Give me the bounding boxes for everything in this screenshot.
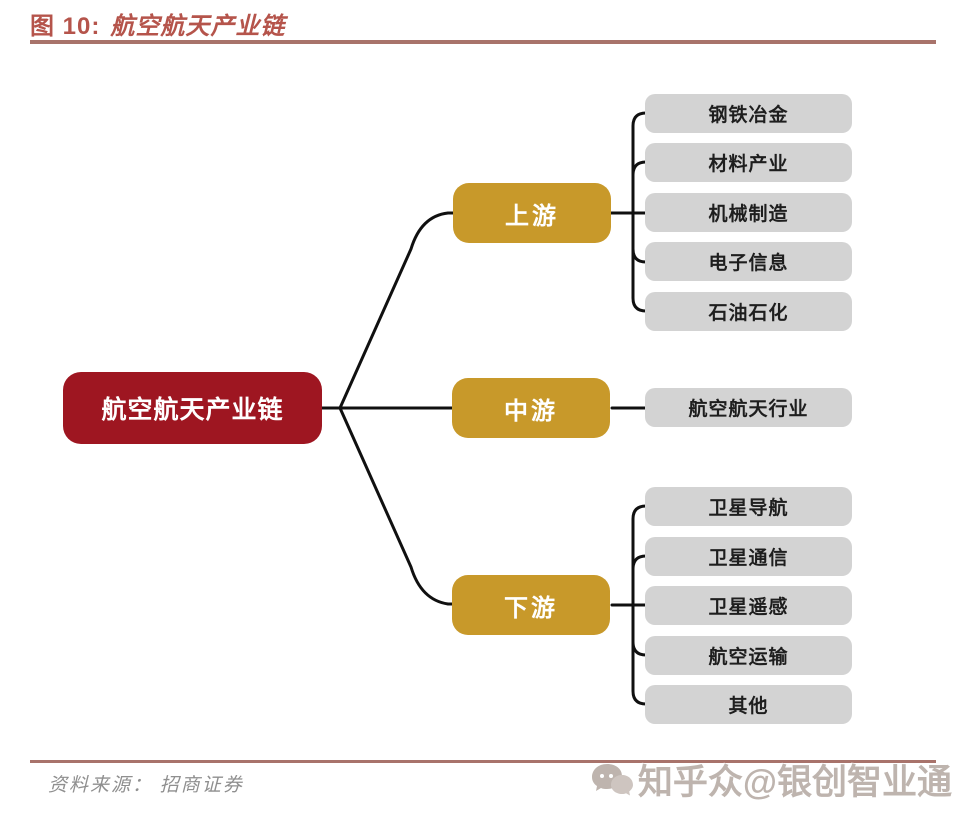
top-rule	[30, 40, 936, 44]
chat-bubbles-icon	[591, 763, 633, 795]
node-downstream: 下游	[452, 575, 610, 635]
watermark: 知乎众@银创智业通	[589, 754, 952, 805]
node-other: 其他	[645, 685, 852, 724]
node-upstream: 上游	[453, 183, 611, 243]
node-steel-metallurgy: 钢铁冶金	[645, 94, 852, 133]
source-text: 资料来源： 招商证券	[48, 775, 244, 796]
node-satellite-communication: 卫星通信	[645, 537, 852, 576]
node-materials-industry: 材料产业	[645, 143, 852, 182]
figure-label: 图 10:	[30, 13, 101, 40]
bottom-rule	[30, 760, 936, 763]
node-air-transport: 航空运输	[645, 636, 852, 675]
watermark-text: 知乎众@银创智业通	[637, 763, 952, 802]
node-aerospace-industry-chain: 航空航天产业链	[63, 372, 322, 444]
node-petroleum-petrochemical: 石油石化	[645, 292, 852, 331]
figure-header: 图 10: 航空航天产业链	[30, 6, 285, 41]
node-midstream: 中游	[452, 378, 610, 438]
figure-title: 航空航天产业链	[110, 14, 286, 40]
node-satellite-remote-sensing: 卫星遥感	[645, 586, 852, 625]
node-electronic-information: 电子信息	[645, 242, 852, 281]
node-aerospace-sector: 航空航天行业	[645, 388, 852, 427]
node-machinery-manufacturing: 机械制造	[645, 193, 852, 232]
node-satellite-navigation: 卫星导航	[645, 487, 852, 526]
